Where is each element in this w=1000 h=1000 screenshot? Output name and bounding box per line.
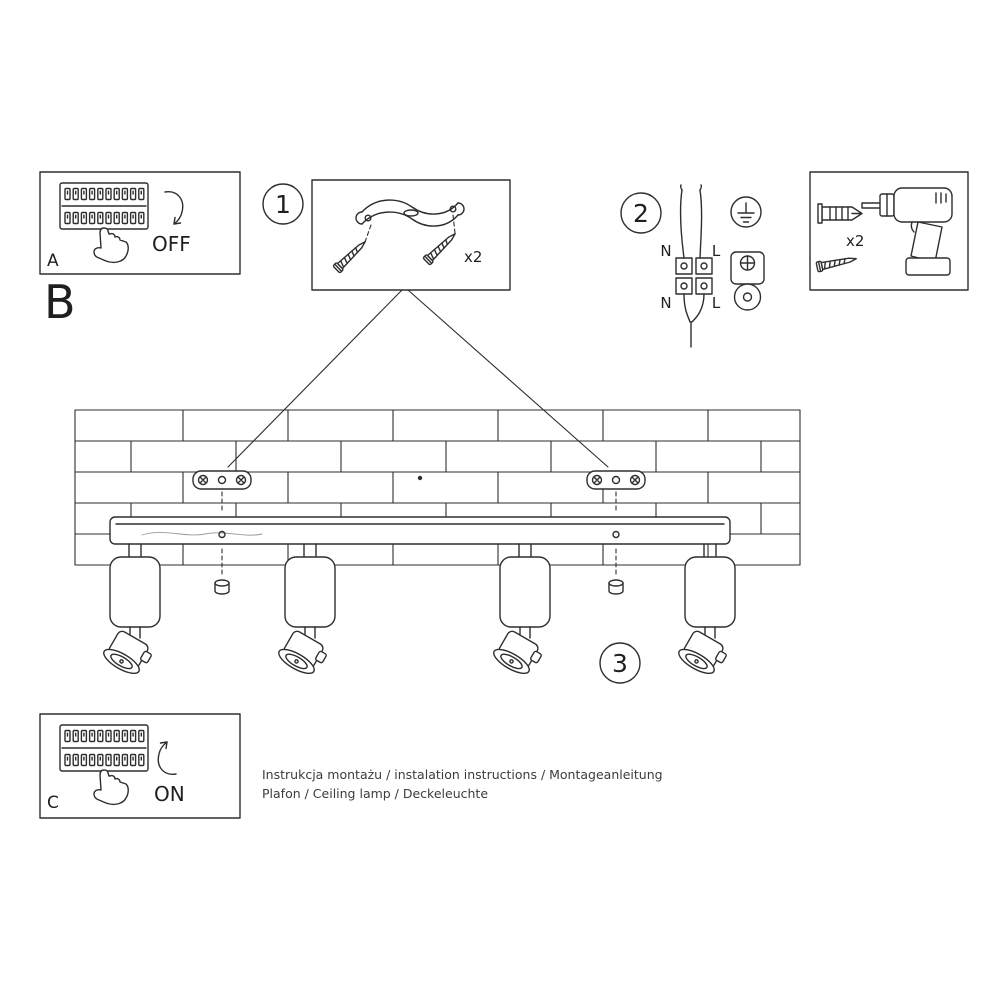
drill-icon: [861, 187, 953, 276]
panel-c-box: [39, 713, 241, 819]
hardware-border: [809, 171, 969, 291]
spotlight-fixture: [99, 543, 161, 681]
screw-guide-line: [364, 224, 372, 243]
section-b-label: B: [44, 275, 76, 329]
step2-wiring: [620, 184, 765, 348]
ground-symbol-icon: [730, 196, 762, 228]
spotlight-fixture: [489, 543, 551, 681]
pressing-hand-icon: [93, 227, 129, 264]
panel-a-box: [39, 171, 241, 275]
hardware-box: [809, 171, 969, 291]
screw-cap: [214, 579, 230, 595]
screw-cap: [608, 579, 624, 595]
step3-circle: [599, 642, 641, 684]
rotate-off-arrow-icon: [164, 191, 184, 225]
mounting-plate: [192, 470, 252, 490]
wire-exit-icon: [683, 293, 705, 348]
screw-icon: [422, 229, 460, 266]
step1-qty-label: x2: [464, 248, 482, 266]
wire-l-bottom-label: L: [712, 294, 721, 312]
screw-guide-line: [452, 214, 456, 234]
spotlight-fixture: [674, 543, 736, 681]
terminal-block-icon: [675, 257, 713, 295]
footer-line2: Plafon / Ceiling lamp / Deckeleuchte: [262, 786, 488, 801]
step1-circle: [262, 183, 304, 225]
panel-a-label: A: [47, 251, 59, 271]
panel-a-state-label: OFF: [152, 232, 191, 256]
step1-number: 1: [275, 190, 291, 219]
spotlight-fixture: [274, 543, 336, 681]
rotate-on-arrow-icon: [157, 741, 177, 775]
step3-number: 3: [612, 649, 628, 678]
mounting-strap-icon: [355, 199, 465, 227]
hardware-qty-label: x2: [846, 232, 864, 250]
panel-c-border: [39, 713, 241, 819]
step2-circle: [620, 192, 662, 234]
breaker-panel-icon: [60, 183, 148, 229]
footer-line1: Instrukcja montażu / instalation instruc…: [262, 767, 663, 782]
step2-number: 2: [633, 199, 649, 228]
alignment-dashes: [221, 491, 617, 577]
rail-screw-hole: [612, 530, 620, 539]
rail-screw-hole: [218, 530, 226, 539]
screw-icon: [815, 253, 858, 273]
wire-n-bottom-label: N: [660, 294, 671, 312]
panel-a-border: [39, 171, 241, 275]
wire-l-top-label: L: [712, 242, 721, 260]
pointer-line-right: [407, 289, 609, 468]
step1-box: [262, 179, 511, 291]
strain-relief-icon: [730, 251, 765, 311]
wall-anchor-icon: [817, 203, 863, 224]
screw-icon: [332, 237, 370, 274]
pointer-line-left: [227, 289, 403, 468]
wire-fork-icon: [679, 184, 703, 259]
wire-n-top-label: N: [660, 242, 671, 260]
pressing-hand-icon: [93, 769, 129, 806]
panel-c-state-label: ON: [154, 782, 185, 806]
step1-border: [311, 179, 511, 291]
panel-c-label: C: [47, 793, 59, 813]
sketch-mark: [141, 532, 263, 536]
ceiling-rail: [109, 516, 731, 545]
center-mark-dot: [417, 475, 423, 481]
breaker-panel-icon: [60, 725, 148, 771]
mounting-plate: [586, 470, 646, 490]
